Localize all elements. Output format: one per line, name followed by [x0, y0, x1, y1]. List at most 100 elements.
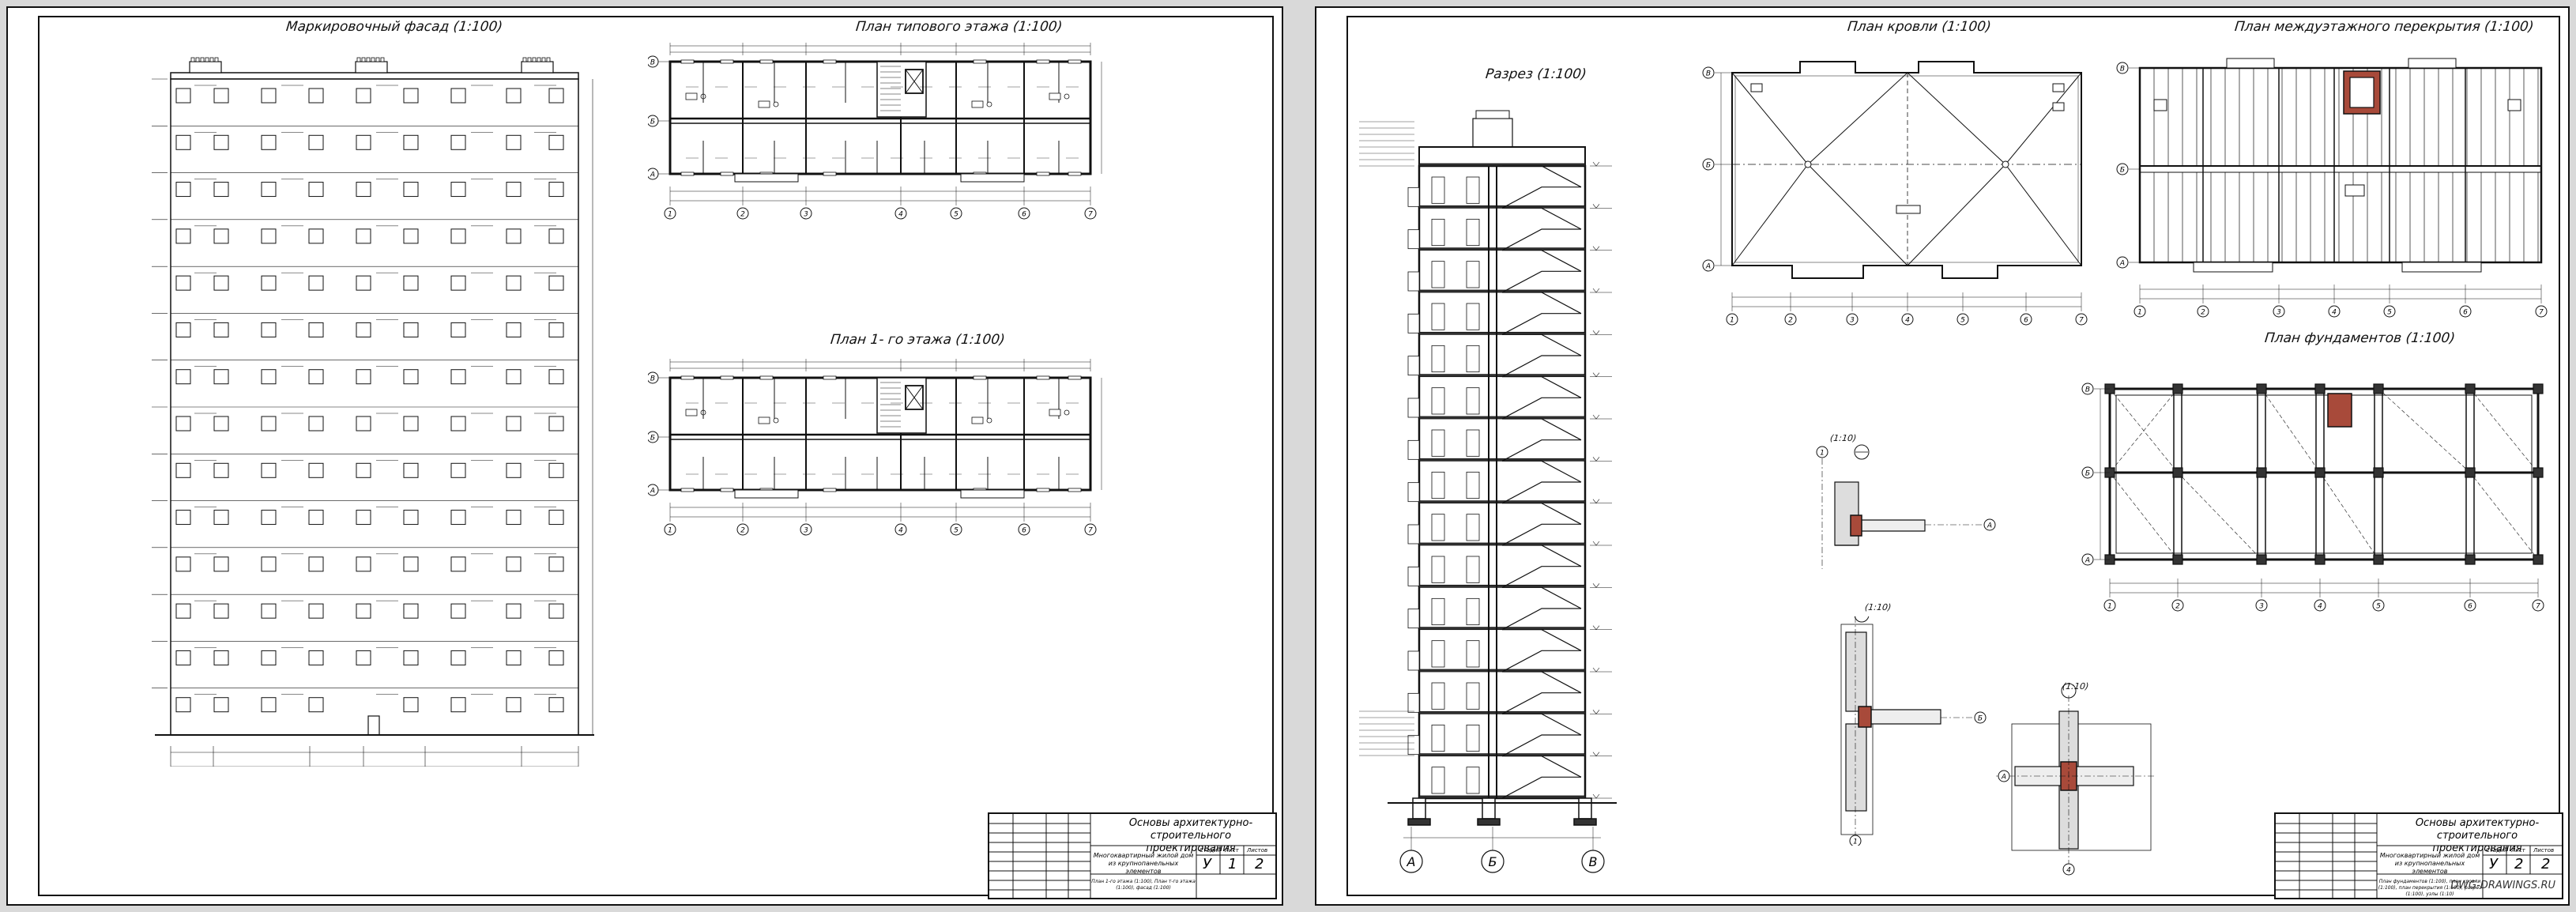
slope-line: [1907, 164, 2006, 266]
vent-cap: [195, 57, 200, 62]
foundation-pad: [1407, 818, 1431, 826]
axis-marker-label: 2: [2201, 309, 2205, 317]
detail-2-scale: (1:10): [1864, 602, 1892, 612]
axis-marker: [1018, 523, 1030, 536]
level-arrow: [1592, 414, 1600, 420]
window: [175, 603, 191, 619]
title-block-project: Многоквартирный жилой дом из крупнопанел…: [2379, 852, 2480, 875]
window: [261, 697, 277, 713]
door-opening: [1431, 218, 1445, 247]
window: [175, 182, 191, 198]
stair-flight: [1502, 756, 1582, 778]
window-opening: [1068, 59, 1082, 64]
stair-flight: [1502, 586, 1582, 609]
entrance-door: [367, 715, 380, 736]
level-arrow: [1592, 793, 1600, 799]
axis-marker: [2081, 383, 2094, 395]
window: [506, 416, 522, 432]
typical-plan-title: План типового этажа (1:100): [854, 19, 1064, 35]
axis-marker-label: Б: [2085, 470, 2090, 478]
detail-frame: [1840, 624, 1874, 835]
window: [450, 275, 466, 291]
door-opening: [1431, 514, 1445, 541]
axis-marker: [648, 371, 659, 384]
axis-marker-label: 1: [2107, 603, 2112, 611]
stair-flight: [1501, 228, 1581, 251]
window: [506, 697, 522, 713]
window: [213, 134, 229, 150]
sheets-header: Листов: [2533, 847, 2555, 854]
tie-line: [2177, 472, 2262, 560]
foundation-node: [2465, 383, 2476, 394]
axis-marker-label: 7: [2079, 317, 2084, 325]
stage-header: Стадия: [2486, 847, 2507, 854]
stair-flight: [1502, 250, 1582, 272]
axis-marker: [1784, 313, 1797, 326]
window: [308, 650, 324, 665]
door-opening: [1466, 345, 1480, 373]
axis-marker: [2255, 599, 2268, 612]
balcony-section: [1407, 692, 1420, 713]
window: [213, 88, 229, 104]
window: [261, 88, 277, 104]
roof-funnel: [2002, 160, 2009, 168]
window: [175, 228, 191, 244]
window: [356, 88, 371, 104]
vent-cap: [205, 57, 209, 62]
door-opening: [1466, 767, 1480, 794]
bathtub: [1049, 92, 1061, 100]
sheet-number: 2: [2514, 856, 2524, 872]
axis-marker: [1983, 518, 1996, 531]
joint-fill: [1850, 514, 1862, 537]
title-block-organization: Основы архитектурно- строительного проек…: [2415, 817, 2540, 854]
wall-panel-upper: [1845, 631, 1867, 712]
window: [506, 556, 522, 572]
axis-marker-label: В: [2085, 386, 2090, 394]
foundation-pad: [1573, 818, 1597, 826]
slope-line: [1731, 164, 1809, 266]
door-opening: [1466, 471, 1480, 499]
slope-line: [2005, 164, 2082, 266]
window: [175, 650, 191, 665]
window: [308, 510, 324, 526]
tie-line: [2319, 472, 2379, 560]
vent-opening: [2153, 99, 2167, 111]
window: [308, 182, 324, 198]
stair-flight: [1502, 629, 1582, 651]
stair-flight: [1501, 439, 1581, 462]
vent-cap: [361, 57, 366, 62]
axis-marker: [2372, 599, 2385, 612]
axis-marker: [648, 431, 659, 443]
level-arrow: [1592, 246, 1600, 251]
axis-marker: [2116, 163, 2129, 175]
level-arrow: [1592, 204, 1600, 209]
door-opening: [1431, 261, 1445, 288]
axis-marker-label: 6: [2024, 317, 2028, 325]
window: [261, 134, 277, 150]
window: [261, 510, 277, 526]
window: [213, 556, 229, 572]
window: [506, 322, 522, 337]
window-opening: [1036, 59, 1050, 64]
window: [308, 697, 324, 713]
elevator-shaft-opening: [2349, 77, 2375, 108]
window: [261, 228, 277, 244]
level-arrow: [1592, 499, 1600, 504]
window: [175, 697, 191, 713]
window: [356, 134, 371, 150]
axis-marker: [894, 207, 907, 220]
facade-title: Маркировочный фасад (1:100): [284, 19, 504, 35]
door-opening: [1431, 597, 1445, 626]
foundation-node: [2172, 383, 2183, 394]
axis-marker: [950, 523, 962, 536]
window-opening: [720, 488, 734, 492]
window: [356, 182, 371, 198]
axis-marker: [1849, 835, 1862, 846]
window: [450, 603, 466, 619]
axis-marker-label: 7: [1088, 211, 1093, 219]
tie-line: [2109, 472, 2179, 560]
window: [506, 369, 522, 385]
balcony-section: [1407, 229, 1420, 250]
